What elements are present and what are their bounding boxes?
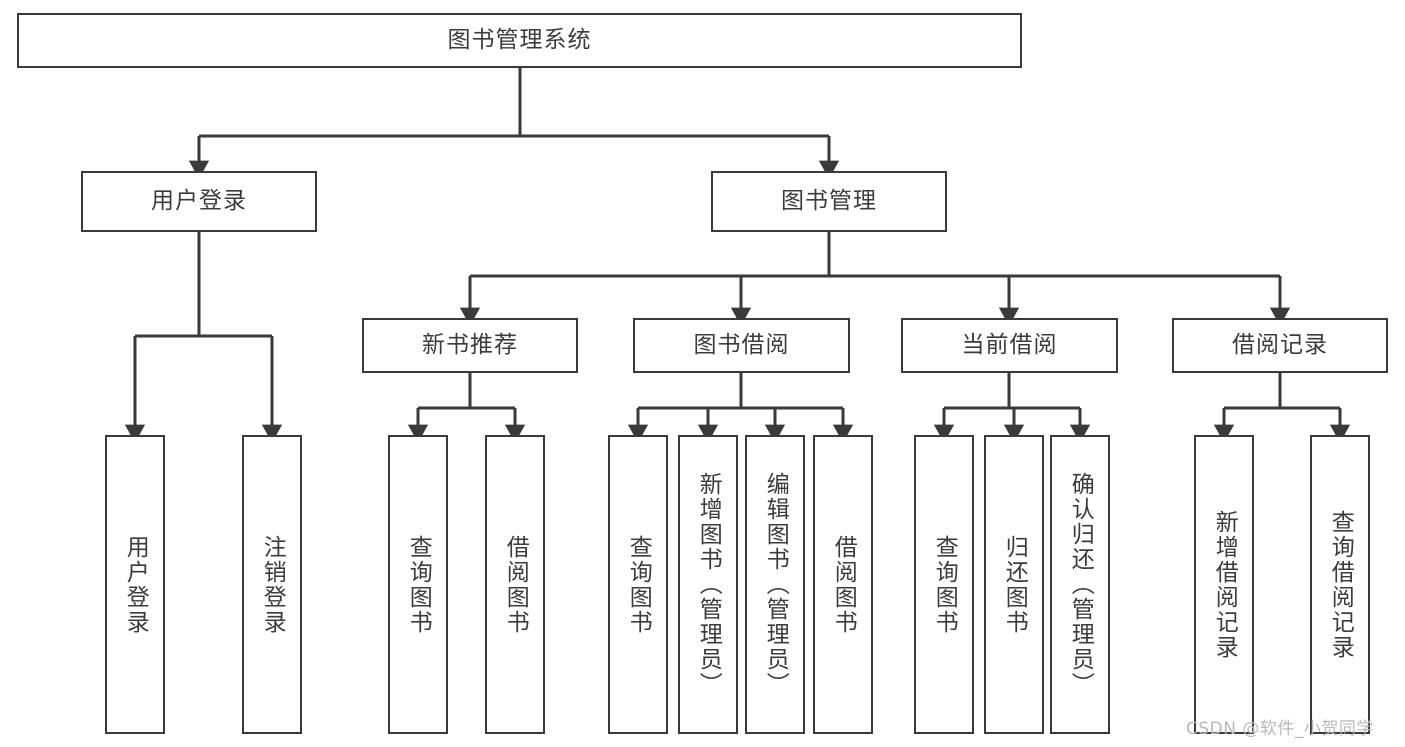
edge-paths: [124, 68, 1351, 443]
leaf-user-logout-label: 注销登录: [259, 534, 286, 635]
node-current-borrow-label: 当前借阅: [961, 331, 1058, 358]
leaf-query-book-borrow[interactable]: 查询图书: [608, 435, 668, 734]
leaf-query-borrow-record-label: 查询借阅记录: [1327, 509, 1354, 660]
leaf-query-borrow-record[interactable]: 查询借阅记录: [1310, 435, 1370, 734]
leaf-query-book-recommend[interactable]: 查询图书: [388, 435, 448, 734]
leaf-confirm-return-label: 确认归还（管理员）: [1067, 472, 1094, 697]
node-user-login[interactable]: 用户登录: [81, 171, 317, 232]
leaf-borrow-book-label: 借阅图书: [830, 534, 857, 635]
leaf-add-borrow-record-label: 新增借阅记录: [1211, 509, 1238, 660]
leaf-return-book[interactable]: 归还图书: [984, 435, 1044, 734]
node-root[interactable]: 图书管理系统: [17, 13, 1022, 68]
node-user-login-label: 用户登录: [151, 187, 247, 214]
node-book-manage[interactable]: 图书管理: [711, 171, 947, 232]
leaf-user-login-label: 用户登录: [122, 534, 149, 635]
node-current-borrow[interactable]: 当前借阅: [901, 318, 1118, 373]
leaf-edit-book[interactable]: 编辑图书（管理员）: [745, 435, 805, 734]
leaf-borrow-book-recommend-label: 借阅图书: [502, 534, 529, 635]
leaf-query-book-borrow-label: 查询图书: [625, 534, 652, 635]
watermark: CSDN @软件_小贺同学: [1186, 719, 1374, 739]
leaf-query-book-current-label: 查询图书: [931, 534, 958, 635]
node-book-borrow-label: 图书借阅: [693, 331, 790, 358]
leaf-return-book-label: 归还图书: [1001, 534, 1028, 635]
node-borrow-record[interactable]: 借阅记录: [1172, 318, 1388, 373]
node-root-label: 图书管理系统: [447, 26, 592, 53]
leaf-add-book-label: 新增图书（管理员）: [695, 472, 722, 697]
node-borrow-record-label: 借阅记录: [1232, 331, 1328, 358]
leaf-query-book-current[interactable]: 查询图书: [914, 435, 974, 734]
leaf-edit-book-label: 编辑图书（管理员）: [762, 472, 789, 697]
leaf-query-book-recommend-label: 查询图书: [405, 534, 432, 635]
node-book-borrow[interactable]: 图书借阅: [633, 318, 850, 373]
node-new-book-recommend[interactable]: 新书推荐: [362, 318, 578, 373]
node-book-manage-label: 图书管理: [781, 187, 877, 214]
leaf-add-book[interactable]: 新增图书（管理员）: [678, 435, 738, 734]
leaf-borrow-book[interactable]: 借阅图书: [813, 435, 873, 734]
leaf-add-borrow-record[interactable]: 新增借阅记录: [1194, 435, 1254, 734]
node-new-book-recommend-label: 新书推荐: [422, 331, 518, 358]
leaf-user-logout[interactable]: 注销登录: [242, 435, 302, 734]
leaf-user-login[interactable]: 用户登录: [105, 435, 165, 734]
leaf-borrow-book-recommend[interactable]: 借阅图书: [485, 435, 545, 734]
leaf-confirm-return[interactable]: 确认归还（管理员）: [1050, 435, 1110, 734]
